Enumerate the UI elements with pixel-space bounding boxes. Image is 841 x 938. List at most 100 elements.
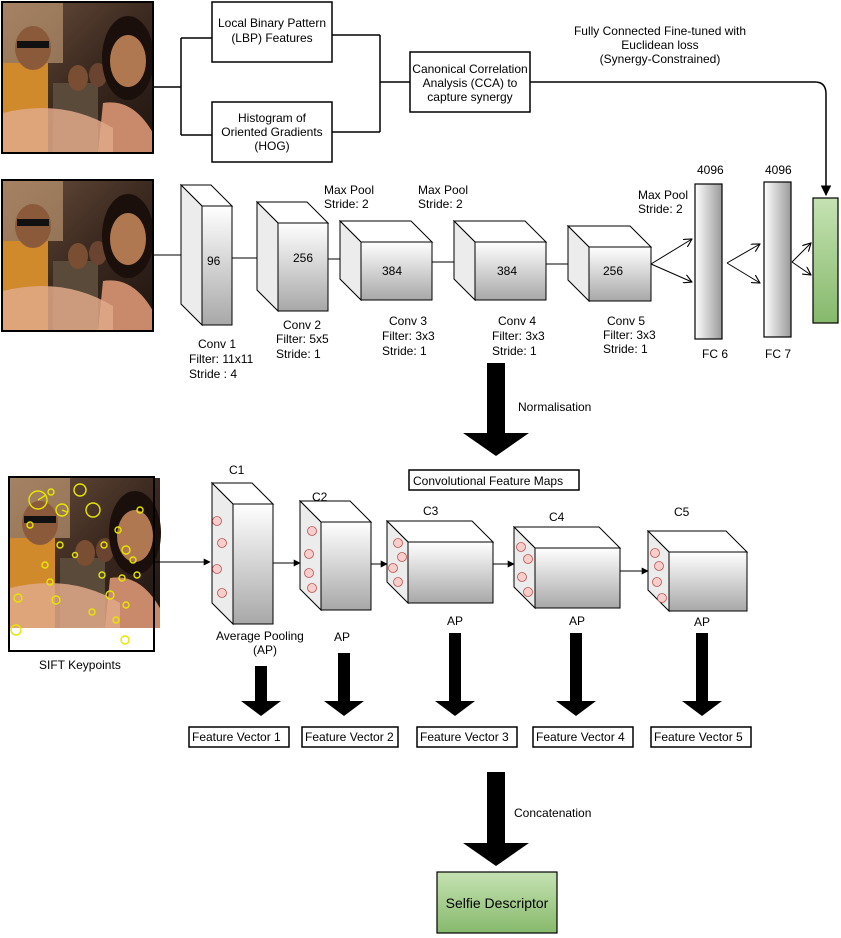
feature-maps-title: Convolutional Feature Maps	[408, 469, 580, 491]
feature-vector-3-label: Feature Vector 3	[420, 730, 509, 744]
conv1-depth: 96	[207, 254, 221, 268]
conv5-name: Conv 5	[607, 314, 645, 328]
fc7-to-output-arrow-up	[791, 243, 811, 263]
feature-vector-1: Feature Vector 1	[188, 726, 290, 748]
conv4-cube: 384	[452, 219, 548, 302]
conv2-stride: Stride: 1	[276, 347, 321, 361]
ap-arrow-3	[435, 633, 475, 716]
concatenation-label: Concatenation	[514, 806, 591, 820]
fc7-to-output-arrow-down	[791, 261, 811, 275]
c1-label: C1	[229, 463, 245, 477]
conv2-depth: 256	[293, 251, 313, 265]
conv4-depth: 384	[497, 264, 517, 278]
c1-ap-label-2: (AP)	[253, 643, 277, 657]
lbp-line-2: (LBP) Features	[231, 31, 312, 45]
c3-cube	[385, 519, 495, 605]
conv3-name: Conv 3	[389, 314, 427, 328]
ap-arrow-1	[241, 666, 281, 716]
pool2-label: Max Pool	[418, 183, 468, 197]
cca-box: Canonical Correlation Analysis (CCA) to …	[409, 51, 531, 113]
conv2-filter: Filter: 5x5	[276, 332, 329, 346]
pool3-stride: Stride: 2	[638, 202, 683, 216]
fc7-size: 4096	[765, 163, 792, 177]
c4-cube	[512, 525, 622, 610]
feature-vector-5: Feature Vector 5	[650, 726, 752, 748]
c5-ap-label: AP	[694, 615, 710, 629]
fc7-name: FC 7	[765, 347, 791, 361]
hog-line-2: Oriented Gradients	[221, 125, 322, 139]
fc6-to-fc7-arrow-down	[726, 262, 760, 283]
feature-vector-2-label: Feature Vector 2	[305, 730, 394, 744]
c5-cube	[646, 529, 749, 613]
ap-arrow-2	[324, 653, 364, 716]
feature-vector-1-label: Feature Vector 1	[192, 730, 281, 744]
feature-branch-connector	[153, 37, 212, 136]
conv5-cube: 256	[566, 224, 653, 303]
c2-ap-label: AP	[334, 630, 350, 644]
fc-note-line-3: (Synergy-Constrained)	[600, 52, 721, 66]
c1-cube	[210, 481, 275, 626]
conv3-cube: 384	[338, 219, 434, 302]
lbp-box: Local Binary Pattern (LBP) Features	[211, 1, 333, 63]
cca-line-1: Canonical Correlation	[412, 62, 527, 76]
fc7-layer: 4096 FC 7	[763, 163, 792, 361]
conv4-name: Conv 4	[498, 314, 536, 328]
c3-ap-label: AP	[447, 614, 463, 628]
pool1-stride: Stride: 2	[324, 197, 369, 211]
conv5-depth: 256	[603, 264, 623, 278]
normalisation-label: Normalisation	[518, 400, 591, 414]
conv5-to-fc6-arrow-up	[650, 239, 692, 265]
c2-label: C2	[312, 490, 328, 504]
conv4-stride: Stride: 1	[492, 344, 537, 358]
conv1-stride: Stride : 4	[189, 367, 237, 381]
synergy-output-layer	[812, 197, 839, 324]
fc6-name: FC 6	[702, 347, 728, 361]
cca-line-2: Analysis (CCA) to	[423, 76, 518, 90]
selfie-descriptor-box: Selfie Descriptor	[436, 871, 558, 934]
fc6-layer: 4096 FC 6	[694, 163, 728, 361]
feature-vector-2: Feature Vector 2	[301, 726, 399, 748]
conv5-filter: Filter: 3x3	[603, 328, 656, 342]
hog-line-3: (HOG)	[254, 139, 289, 153]
photo-top	[1, 1, 154, 154]
pool3-label: Max Pool	[638, 188, 688, 202]
fc-note-line-1: Fully Connected Fine-tuned with	[574, 24, 746, 38]
conv2-name: Conv 2	[283, 318, 321, 332]
fc6-size: 4096	[697, 163, 724, 177]
feature-vector-4-label: Feature Vector 4	[536, 730, 625, 744]
c5-label: C5	[674, 505, 690, 519]
pool1-label: Max Pool	[324, 183, 374, 197]
fc6-to-fc7-arrow-up	[726, 244, 760, 264]
conv3-stride: Stride: 1	[382, 344, 427, 358]
fc-note: Fully Connected Fine-tuned with Euclidea…	[574, 24, 746, 66]
pool2-stride: Stride: 2	[418, 197, 463, 211]
feature-maps-title-text: Convolutional Feature Maps	[413, 474, 563, 488]
conv5-stride: Stride: 1	[603, 342, 648, 356]
conv1-filter: Filter: 11x11	[189, 352, 254, 366]
photo-sift	[8, 476, 161, 652]
feature-vector-4: Feature Vector 4	[532, 726, 634, 748]
c4-ap-label: AP	[569, 614, 585, 628]
c1-ap-label-1: Average Pooling	[216, 629, 304, 643]
ap-arrow-5	[682, 633, 722, 716]
fc-note-line-2: Euclidean loss	[621, 38, 698, 52]
lbp-line-1: Local Binary Pattern	[218, 16, 326, 30]
conv3-depth: 384	[382, 264, 402, 278]
c4-label: C4	[549, 510, 565, 524]
conv1-cube: 96	[179, 183, 234, 327]
sift-label: SIFT Keypoints	[39, 658, 121, 672]
photo-middle	[1, 179, 154, 332]
conv4-filter: Filter: 3x3	[492, 329, 545, 343]
conv3-filter: Filter: 3x3	[382, 329, 435, 343]
conv2-cube: 256	[255, 200, 330, 313]
hog-line-1: Histogram of	[238, 111, 307, 125]
feature-vector-3: Feature Vector 3	[416, 726, 518, 748]
feature-vector-5-label: Feature Vector 5	[654, 730, 743, 744]
normalisation-arrow	[463, 363, 529, 456]
concatenation-arrow	[463, 772, 529, 866]
hog-box: Histogram of Oriented Gradients (HOG)	[211, 101, 333, 163]
c2-cube	[298, 499, 373, 612]
conv1-name: Conv 1	[198, 337, 236, 351]
